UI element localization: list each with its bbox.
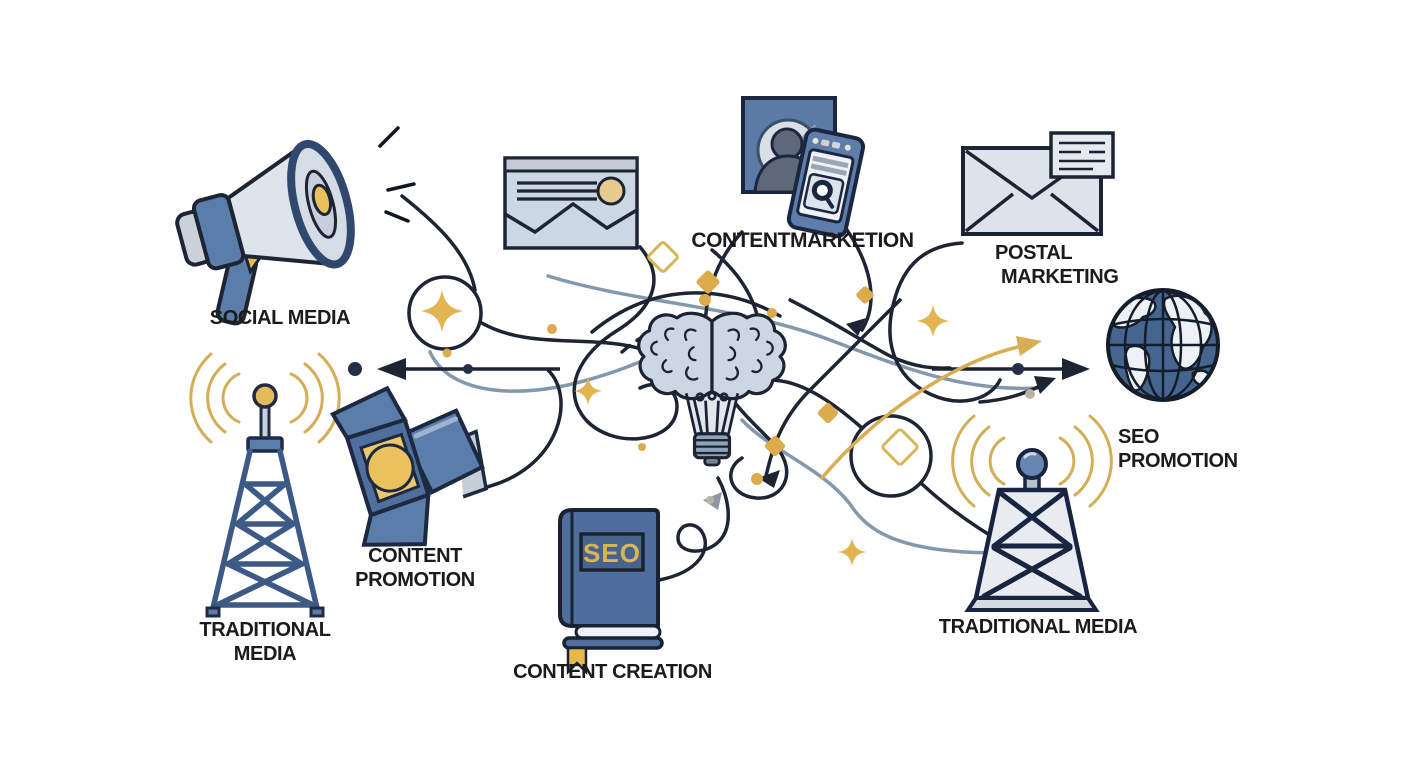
- bookmark-icon: [566, 646, 588, 676]
- label-traditional-media-left: TRADITIONAL MEDIA: [165, 618, 365, 666]
- label-postal-line1: POSTAL: [995, 242, 1073, 264]
- gold-curved-arrow: [820, 336, 1042, 480]
- label-postal-line2: MARKETING: [1001, 266, 1119, 288]
- radio-waves-icon: [189, 352, 341, 444]
- label-seo-promotion: SEO PROMOTION: [1118, 425, 1238, 473]
- megaphone-icon: [175, 139, 355, 326]
- label-content-promotion-line1: CONTENT: [368, 545, 462, 567]
- label-content-promotion-line2: PROMOTION: [355, 569, 475, 591]
- label-content-marketion: CONTENTMARKETION: [691, 229, 914, 252]
- brain-lightbulb-icon: [637, 311, 787, 467]
- magnifier-icon: [811, 179, 835, 209]
- sound-lines-icon: [378, 126, 416, 223]
- radio-waves-icon: [951, 414, 1113, 508]
- label-content-promotion: CONTENT PROMOTION: [315, 544, 515, 592]
- label-social-media: SOCIAL MEDIA: [209, 307, 351, 329]
- brain-lobes: [637, 311, 787, 401]
- label-content-creation: CONTENT CREATION: [513, 661, 712, 683]
- label-postal-marketing: POSTAL MARKETING: [995, 241, 1119, 289]
- label-traditional-left-line2: MEDIA: [233, 643, 297, 665]
- label-seo-line1: SEO: [1118, 426, 1160, 448]
- book-cover-text: SEO: [583, 538, 641, 568]
- search-phone-icon: [786, 127, 866, 239]
- spotlight-icon: [329, 385, 489, 547]
- outline-diamonds: [647, 241, 919, 466]
- seo-book-icon: SEO: [558, 508, 664, 676]
- letter-card-icon: [1049, 131, 1115, 179]
- globe-icon: [1106, 288, 1220, 402]
- label-traditional-media-right: TRADITIONAL MEDIA: [938, 616, 1138, 638]
- newsletter-card-icon: [503, 156, 639, 250]
- sparkle-decorations: [421, 241, 950, 566]
- radio-tower-icon: [189, 352, 341, 618]
- photo-and-phone-icon: [741, 96, 866, 239]
- bulb-filament: [684, 391, 740, 435]
- label-traditional-left-line1: TRADITIONAL: [199, 619, 331, 641]
- line-dots: [348, 294, 1035, 504]
- label-seo-line2: PROMOTION: [1118, 450, 1238, 472]
- broadcast-tower-icon: [951, 414, 1113, 612]
- envelope-icon: [961, 131, 1115, 236]
- filled-diamonds: [696, 270, 874, 457]
- small-right-arrow: [978, 376, 1056, 404]
